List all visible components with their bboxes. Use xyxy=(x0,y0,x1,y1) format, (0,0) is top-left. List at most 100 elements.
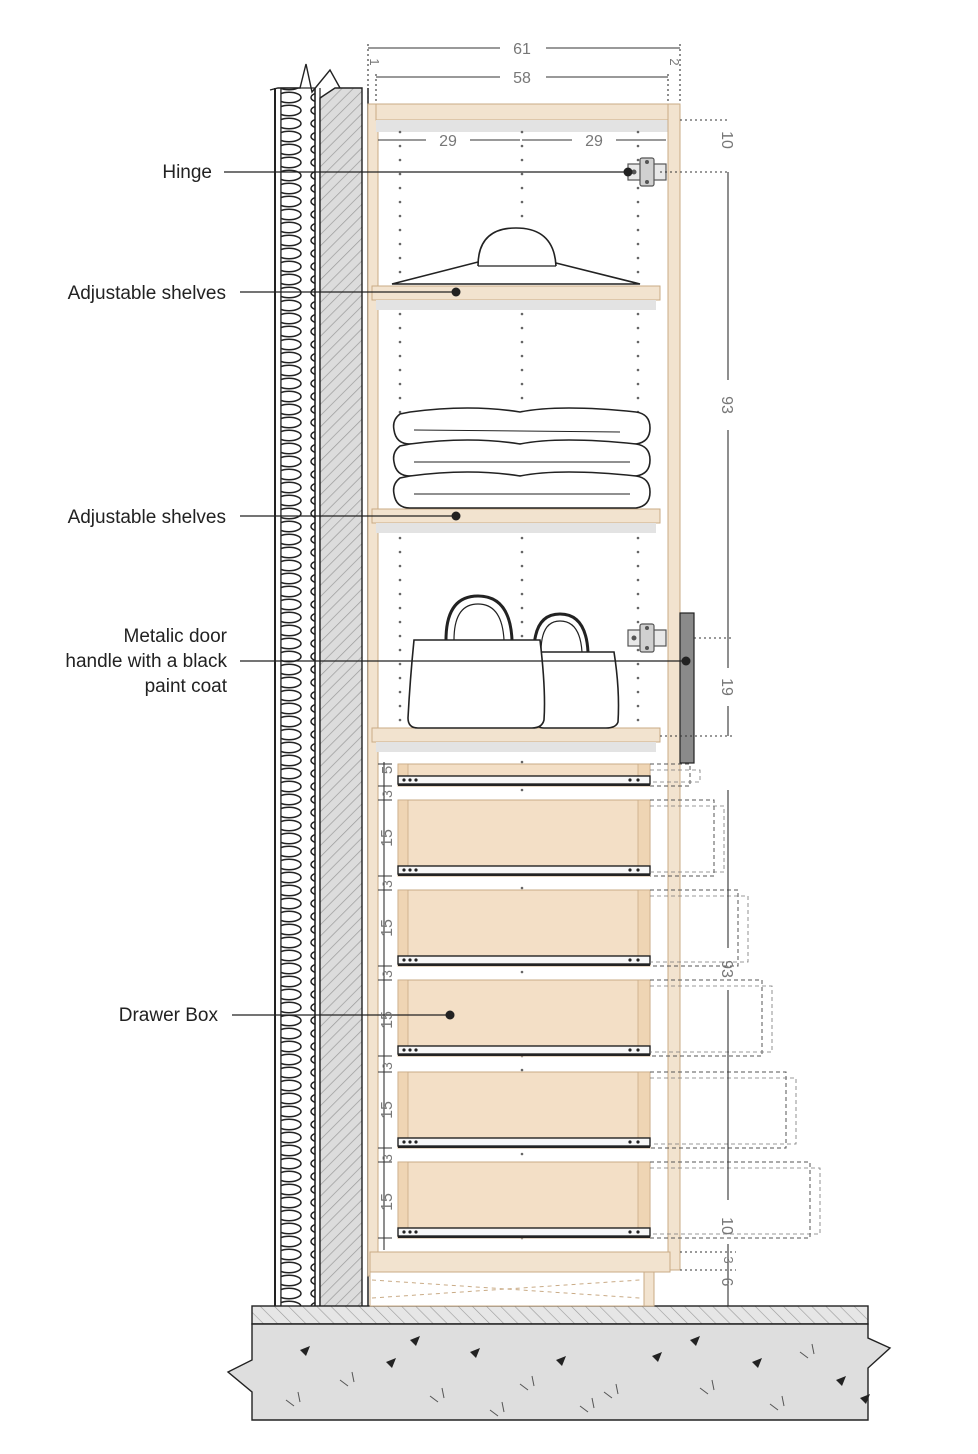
pin-hole xyxy=(398,704,402,708)
pin-hole xyxy=(398,270,402,274)
pin-hole xyxy=(636,228,640,232)
aggregate-stone xyxy=(556,1356,566,1366)
drawer-open-outline-2 xyxy=(650,769,701,783)
drawer-runner xyxy=(397,1227,651,1237)
aggregate-fleck xyxy=(501,1401,505,1413)
runner-screw xyxy=(636,958,640,962)
pin-hole xyxy=(398,662,402,666)
runner-screw xyxy=(408,868,412,872)
runner-screw xyxy=(402,868,406,872)
pin-hole xyxy=(398,200,402,204)
aggregate-fleck xyxy=(781,1395,785,1407)
folded-towels xyxy=(392,407,651,509)
drawer-open-outline xyxy=(650,763,691,787)
pin-hole xyxy=(636,256,640,260)
label-drawer-box: Drawer Box xyxy=(118,1005,218,1026)
pin-hole xyxy=(636,536,640,540)
pin-hole xyxy=(398,368,402,372)
concrete-aggregate xyxy=(285,1336,870,1417)
pin-hole xyxy=(520,354,524,358)
pin-hole xyxy=(520,606,524,610)
pin-hole xyxy=(398,690,402,694)
aggregate-stone xyxy=(386,1358,396,1368)
aggregate-fleck xyxy=(441,1387,445,1399)
pin-hole xyxy=(520,130,524,134)
drawer-runner xyxy=(397,1137,651,1147)
dim-base-6: 6 xyxy=(718,1278,735,1287)
pin-hole xyxy=(636,704,640,708)
dim-drawer-front: 15 xyxy=(379,919,396,937)
pin-hole xyxy=(636,368,640,372)
pin-hole xyxy=(636,200,640,204)
runner-screw xyxy=(628,868,632,872)
runner-screw xyxy=(408,1230,412,1234)
pin-hole xyxy=(520,592,524,596)
drawer-runner xyxy=(397,1045,651,1055)
dim-base-3: 3 xyxy=(721,1256,736,1263)
pin-hole xyxy=(636,158,640,162)
pin-hole xyxy=(636,676,640,680)
bottom-panel xyxy=(369,1251,671,1273)
dim-drawer-gap: 3 xyxy=(379,1154,395,1162)
cabinet-door xyxy=(667,103,681,1271)
pin-hole xyxy=(398,396,402,400)
pin-hole xyxy=(636,396,640,400)
pin-hole xyxy=(520,578,524,582)
shelf-leader-mid-dot xyxy=(451,511,461,521)
dim-drawer-front: 15 xyxy=(379,829,396,847)
aggregate-fleck xyxy=(699,1387,709,1395)
drawer-open-outline-2 xyxy=(650,1077,797,1145)
hat-illustration xyxy=(391,227,641,285)
plinth-front xyxy=(643,1271,655,1307)
top-panel xyxy=(375,103,681,121)
pin-hole xyxy=(636,130,640,134)
aggregate-fleck xyxy=(429,1395,439,1403)
pin-hole xyxy=(636,270,640,274)
hinge-upper xyxy=(627,157,667,187)
dim-drawer-top-5: 5 xyxy=(379,766,396,774)
runner-screw xyxy=(628,1048,632,1052)
pin-hole xyxy=(398,578,402,582)
drawer-stack xyxy=(378,763,821,1239)
aggregate-fleck xyxy=(579,1405,589,1413)
hinge-lower xyxy=(627,623,667,653)
pin-hole xyxy=(398,676,402,680)
drawer-front-edge xyxy=(637,799,651,877)
dim-upper-height: 93 xyxy=(718,396,735,414)
dim-drawer-gap: 3 xyxy=(379,1062,395,1070)
drawer-box xyxy=(397,1071,651,1149)
drawer-front-edge xyxy=(637,889,651,967)
drawer-front-edge xyxy=(637,1161,651,1239)
pin-hole xyxy=(398,326,402,330)
pin-hole xyxy=(398,158,402,162)
dim-side-right: 2 xyxy=(667,58,682,65)
label-adjustable-shelves-mid: Adjustable shelves xyxy=(67,507,226,528)
aggregate-fleck xyxy=(603,1391,613,1399)
runner-screw xyxy=(408,778,412,782)
pin-hole xyxy=(398,564,402,568)
shelf-3-shadow xyxy=(376,742,656,752)
pin-hole xyxy=(398,130,402,134)
hinge-leader-dot xyxy=(623,167,633,177)
runner-screw xyxy=(636,868,640,872)
pin-hole xyxy=(520,970,524,974)
runner-screw xyxy=(414,1140,418,1144)
pin-hole xyxy=(398,550,402,554)
aggregate-fleck xyxy=(489,1409,499,1417)
drawer-side xyxy=(397,1161,409,1239)
pin-hole xyxy=(520,340,524,344)
pin-hole xyxy=(520,760,524,764)
cabinet xyxy=(367,103,681,1307)
pin-hole xyxy=(636,382,640,386)
runner-screw xyxy=(628,1140,632,1144)
label-adjustable-shelves-top: Adjustable shelves xyxy=(67,283,226,304)
dim-inner-depth: 58 xyxy=(513,70,531,87)
dim-drawer-front: 15 xyxy=(379,1011,396,1029)
wall-section xyxy=(269,63,369,1309)
dim-right-half: 29 xyxy=(585,133,603,150)
pin-hole xyxy=(398,228,402,232)
aggregate-fleck xyxy=(531,1375,535,1387)
pin-hole xyxy=(398,592,402,596)
runner-screw xyxy=(628,778,632,782)
